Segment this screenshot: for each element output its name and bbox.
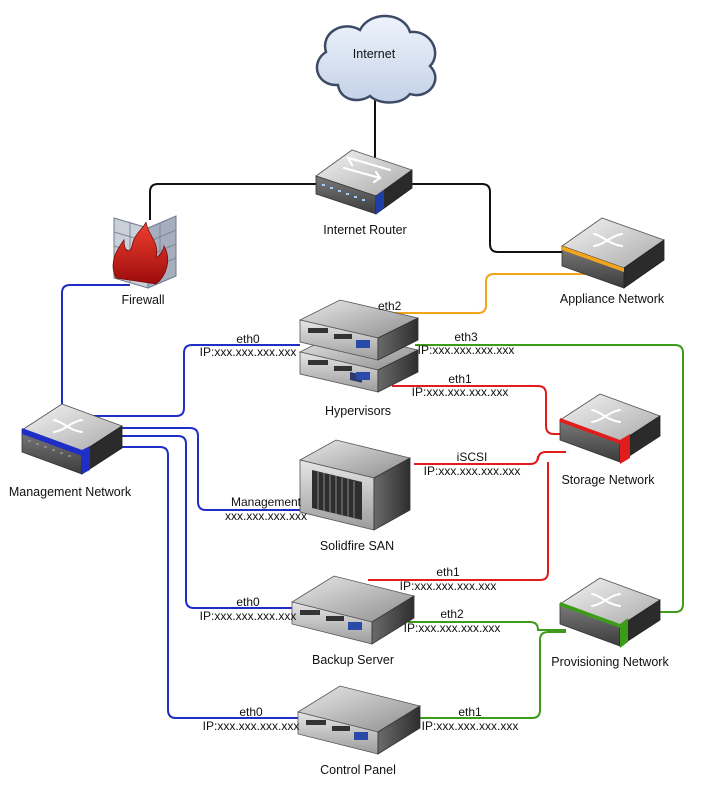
control-eth1-ip: IP:xxx.xxx.xxx.xxx [422, 719, 519, 733]
control-eth1-label: eth1 [458, 705, 482, 719]
node-label-appliance: Appliance Network [560, 292, 665, 306]
backup-server-node: Backup Server [290, 575, 416, 667]
backup-eth2-ip: IP:xxx.xxx.xxx.xxx [404, 621, 501, 635]
storage-array-icon [298, 439, 412, 531]
link-hypervisors-management [88, 344, 300, 417]
node-label-router: Internet Router [323, 223, 406, 237]
node-label-san: Solidfire SAN [320, 539, 394, 553]
backup-eth1-label: eth1 [436, 565, 460, 579]
node-label-backup: Backup Server [312, 653, 394, 667]
link-firewall-management [61, 284, 130, 420]
backup-eth0-ip: IP:xxx.xxx.xxx.xxx [200, 609, 297, 623]
server-icon [290, 575, 416, 645]
node-label-internet: Internet [353, 47, 396, 61]
link-control-provisioning [414, 631, 566, 719]
link-backup-storage [368, 462, 549, 581]
hypervisors-node: Hypervisors [298, 299, 420, 418]
control-panel-node: Control Panel [296, 685, 422, 777]
solidfire-san-node: Solidfire SAN [298, 439, 412, 553]
hypervisors-eth0-ip: IP:xxx.xxx.xxx.xxx [200, 345, 297, 359]
link-backup-management [98, 435, 298, 609]
san-iscsi-label: iSCSI [457, 450, 488, 464]
control-eth0-ip: IP:xxx.xxx.xxx.xxx [203, 719, 300, 733]
node-label-firewall: Firewall [121, 293, 164, 307]
san-management-ip: xxx.xxx.xxx.xxx [225, 509, 307, 523]
switch-icon [559, 577, 661, 648]
node-label-provisioning: Provisioning Network [551, 655, 669, 669]
server-icon [296, 685, 422, 755]
node-label-control: Control Panel [320, 763, 396, 777]
link-backup-provisioning [408, 621, 566, 631]
link-san-storage [414, 451, 566, 465]
cloud-icon [315, 14, 437, 104]
hypervisors-eth3-label: eth3 [454, 330, 478, 344]
node-label-management: Management Network [9, 485, 132, 499]
switch-icon [21, 403, 123, 475]
backup-eth0-label: eth0 [236, 595, 260, 609]
link-hypervisors-appliance [372, 262, 595, 314]
management-network-node: Management Network [9, 403, 132, 499]
firewall-icon [112, 215, 177, 289]
link-hypervisors-provisioning [415, 344, 684, 613]
san-management-label: Management [231, 495, 302, 509]
switch-icon [559, 393, 661, 464]
link-router-firewall [149, 183, 318, 220]
control-eth0-label: eth0 [239, 705, 263, 719]
connections [61, 100, 684, 719]
router-node: Internet Router [315, 149, 413, 237]
link-control-management [100, 446, 300, 719]
internet-node: Internet [315, 14, 437, 104]
hypervisors-eth0-label: eth0 [236, 332, 260, 346]
hypervisors-eth2-label: eth2 [378, 299, 402, 313]
link-labels: eth2 eth0 IP:xxx.xxx.xxx.xxx eth3 IP:xxx… [200, 299, 521, 733]
link-hypervisors-storage [392, 385, 568, 435]
firewall-node: Firewall [112, 215, 177, 307]
switch-icon [561, 217, 665, 289]
node-label-storage: Storage Network [561, 473, 655, 487]
hypervisors-eth1-label: eth1 [448, 372, 472, 386]
san-iscsi-ip: IP:xxx.xxx.xxx.xxx [424, 464, 521, 478]
router-icon [315, 149, 413, 215]
link-router-appliance [412, 183, 566, 253]
link-san-management [96, 427, 328, 511]
storage-network-node: Storage Network [559, 393, 661, 487]
appliance-network-node: Appliance Network [560, 217, 665, 306]
backup-eth2-label: eth2 [440, 607, 464, 621]
backup-eth1-ip: IP:xxx.xxx.xxx.xxx [400, 579, 497, 593]
node-label-hypervisors: Hypervisors [325, 404, 391, 418]
hypervisors-eth3-ip: IP:xxx.xxx.xxx.xxx [418, 343, 515, 357]
provisioning-network-node: Provisioning Network [551, 577, 669, 669]
server-icon [298, 299, 420, 393]
hypervisors-eth1-ip: IP:xxx.xxx.xxx.xxx [412, 385, 509, 399]
